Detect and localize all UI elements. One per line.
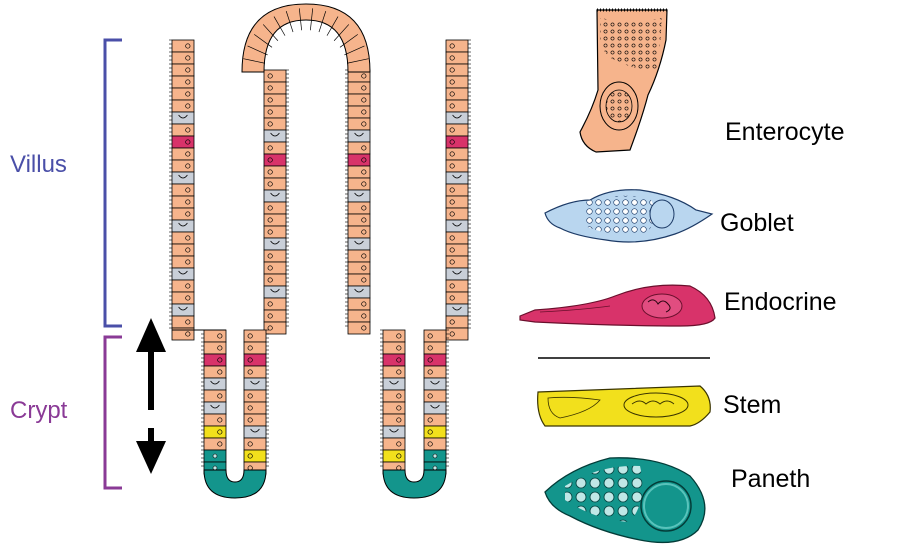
crypt-bracket bbox=[105, 337, 122, 488]
villus-bracket bbox=[105, 40, 122, 326]
stem-label: Stem bbox=[723, 391, 781, 419]
crypt-label: Crypt bbox=[10, 397, 68, 424]
enterocyte-label: Enterocyte bbox=[725, 118, 845, 146]
paneth-label: Paneth bbox=[731, 465, 810, 493]
endocrine-label: Endocrine bbox=[724, 288, 837, 316]
migration-arrow bbox=[136, 318, 166, 474]
enterocyte-cell bbox=[580, 10, 667, 152]
goblet-label: Goblet bbox=[720, 209, 794, 237]
goblet-cell bbox=[545, 190, 712, 242]
stem-cell bbox=[538, 386, 711, 426]
paneth-cell bbox=[545, 458, 705, 543]
endocrine-cell bbox=[520, 285, 715, 326]
villus-label: Villus bbox=[10, 151, 67, 178]
epithelium-drawing bbox=[169, 4, 471, 498]
